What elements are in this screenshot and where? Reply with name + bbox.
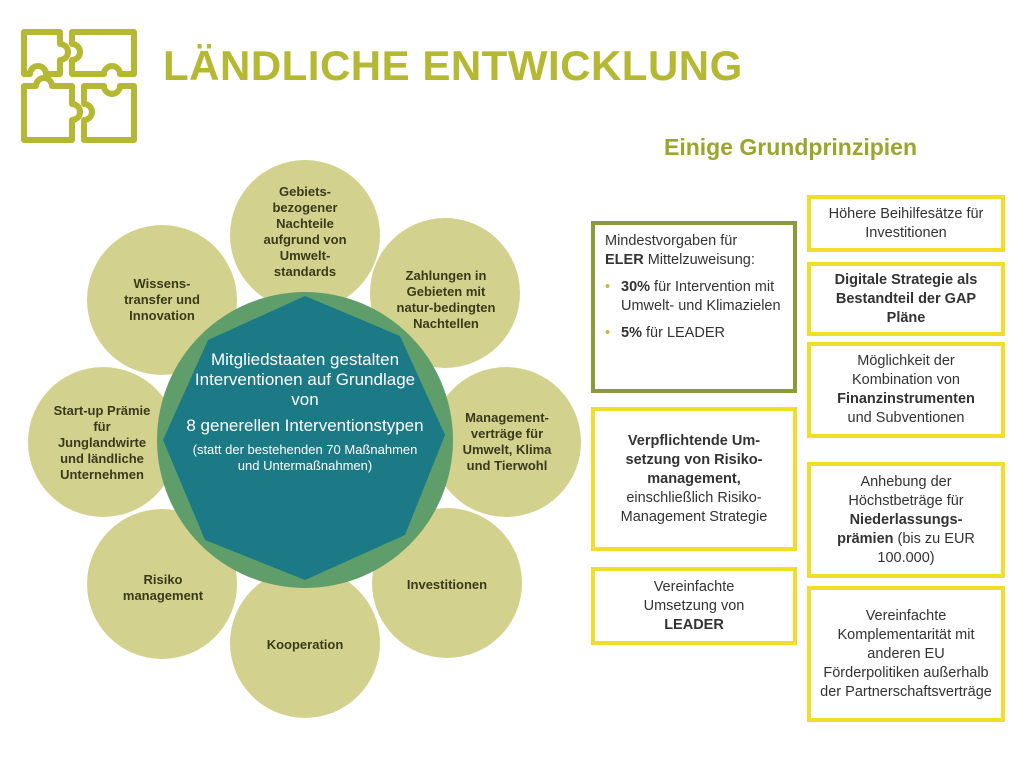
beihilfe-text: Höhere Beihilfesätze für Investitionen bbox=[828, 205, 984, 241]
node-circle-6 bbox=[87, 509, 237, 659]
anhebung-mixed: Niederlassungs-prämien (bis zu EUR 100.0… bbox=[837, 511, 975, 566]
node-label-risiko: Risiko management bbox=[122, 572, 204, 603]
risiko-rest: einschließlich Risiko-Management Strateg… bbox=[620, 489, 768, 525]
risikomanagement-box: Verpflichtende Um-setzung von Risiko-man… bbox=[591, 407, 797, 551]
node-circle-3 bbox=[431, 367, 581, 517]
risiko-bold: Verpflichtende Um-setzung von Risiko-man… bbox=[625, 432, 763, 487]
center-line-2: 8 generellen Interventionstypen bbox=[186, 416, 424, 435]
node-circle-2 bbox=[370, 218, 520, 368]
digitale-strategie-box: Digitale Strategie als Bestandteil der G… bbox=[807, 262, 1005, 336]
node-label-kooperation: Kooperation bbox=[266, 637, 344, 652]
kombination-text1: Möglichkeit der Kombination von bbox=[851, 353, 960, 388]
center-line-1: Mitgliedstaaten gestalten Interventionen… bbox=[194, 350, 416, 409]
center-octagon bbox=[163, 296, 445, 580]
anhebung-box: Anhebung der Höchstbeträge für Niederlas… bbox=[807, 462, 1005, 578]
beihilfe-box: Höhere Beihilfesätze für Investitionen bbox=[807, 195, 1005, 252]
komplementar-text: Vereinfachte Komplementarität mit andere… bbox=[820, 607, 992, 700]
node-label-gebiets: Gebiets-bezogener Nachteile aufgrund von… bbox=[263, 184, 347, 279]
digital-bold: Digitale Strategie als Bestandteil der G… bbox=[834, 271, 978, 326]
komplementaritaet-box: Vereinfachte Komplementarität mit andere… bbox=[807, 586, 1005, 722]
leader-text: Vereinfachte Umsetzung von bbox=[643, 578, 745, 614]
anhebung-text1: Anhebung der Höchstbeträge für bbox=[848, 473, 964, 509]
center-line-3: (statt der bestehenden 70 Maßnahmen und … bbox=[192, 442, 418, 473]
intervention-diagram bbox=[28, 160, 581, 718]
kombination-bold: Finanzinstrumenten bbox=[837, 391, 975, 407]
kombination-text2: und Subventionen bbox=[847, 410, 965, 426]
page-title: LÄNDLICHE ENTWICKLUNG bbox=[163, 42, 743, 89]
node-circle-1 bbox=[230, 160, 380, 310]
mindest-bullet-2: •5% für LEADER bbox=[605, 325, 725, 341]
leader-bold: LEADER bbox=[664, 616, 724, 633]
node-label-startup: Start-up Prämie für Junglandwirte und lä… bbox=[53, 403, 151, 482]
node-label-wissens: Wissens-transfer und Innovation bbox=[124, 276, 200, 323]
page-subtitle: Einige Grundprinzipien bbox=[664, 134, 917, 160]
node-label-investitionen: Investitionen bbox=[406, 577, 488, 592]
center-text: Mitgliedstaaten gestalten Interventionen… bbox=[180, 350, 430, 474]
node-circle-4 bbox=[372, 508, 522, 658]
node-circle-7 bbox=[28, 367, 178, 517]
puzzle-logo-icon bbox=[21, 29, 137, 143]
node-circle-5 bbox=[230, 568, 380, 718]
mindest-bullet-1: •30% für Intervention mit Umwelt- und Kl… bbox=[605, 279, 781, 314]
node-label-zahlungen: Zahlungen in Gebieten mit natur-bedingte… bbox=[396, 268, 496, 331]
kombination-box: Möglichkeit der Kombination von Finanzin… bbox=[807, 342, 1005, 438]
node-label-management: Management-verträge für Umwelt, Klima un… bbox=[462, 410, 552, 473]
leader-box: Vereinfachte Umsetzung von LEADER bbox=[591, 567, 797, 645]
